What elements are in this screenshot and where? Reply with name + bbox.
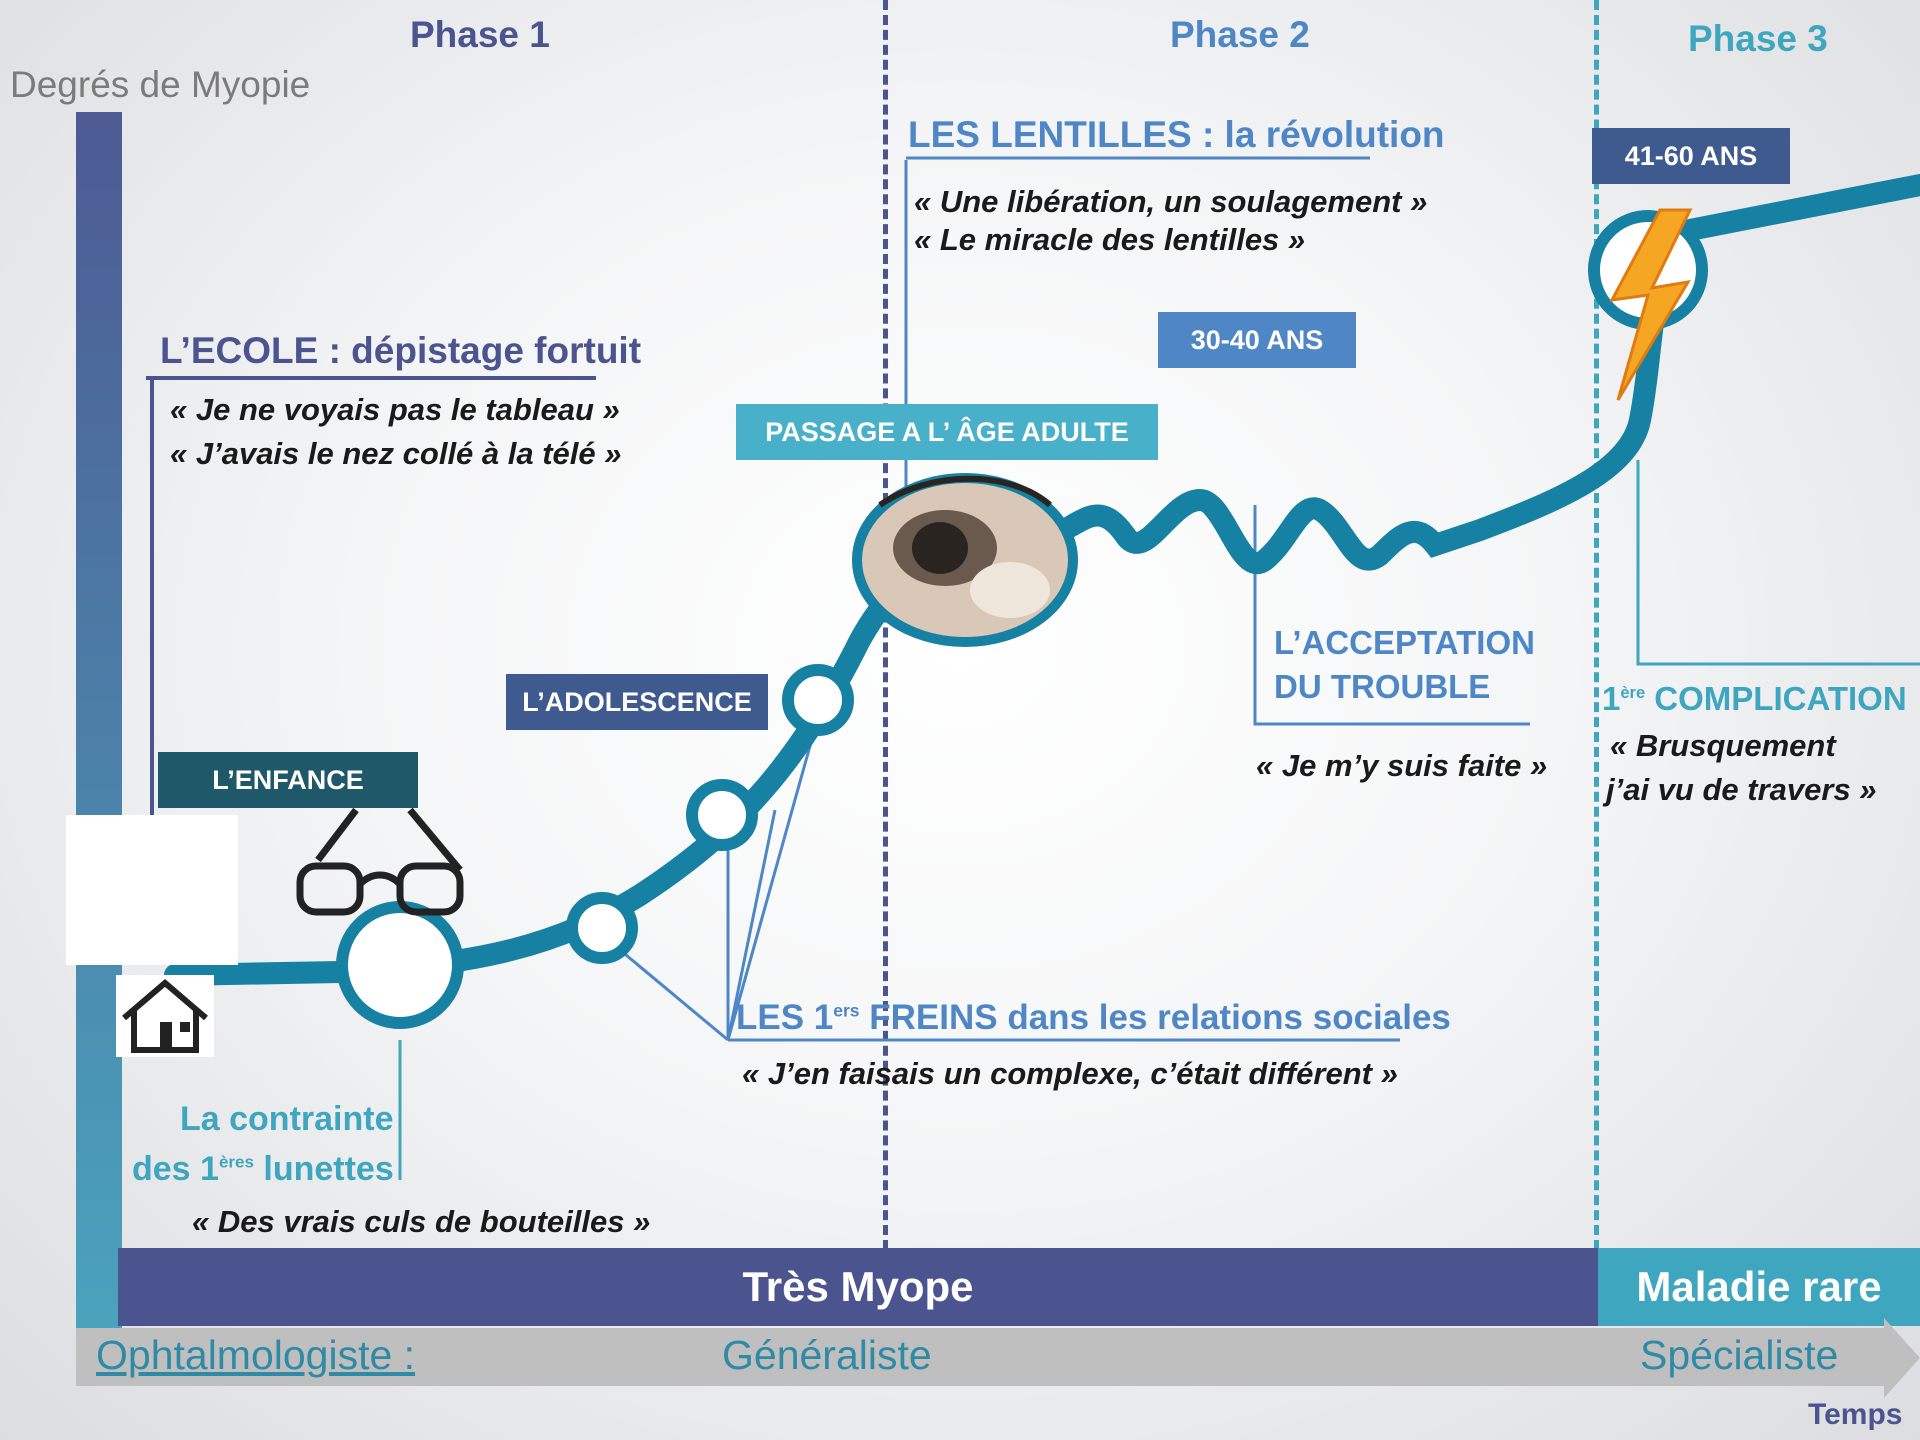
stage-enfance: L’ENFANCE [158,752,418,808]
phase-2-title: Phase 2 [1170,14,1310,55]
contrainte-quote: « Des vrais culs de bouteilles » [192,1204,651,1239]
doctor-label: Ophtalmologiste : [96,1332,416,1378]
ecole-quote-1: « Je ne voyais pas le tableau » [170,392,620,427]
stage-adulte: PASSAGE A L’ ÂGE ADULTE [736,404,1158,460]
home-icon [122,979,208,1053]
time-arrow-bar [76,1328,1886,1386]
acceptation-bracket [1253,505,1530,726]
y-axis-label: Degrés de Myopie [10,64,311,105]
lentilles-quote-2: « Le miracle des lentilles » [914,222,1306,257]
lightning-icon [1609,208,1693,401]
glasses-icon [296,807,464,916]
doctor-generaliste: Généraliste [722,1332,932,1378]
band-tres-myope: Très Myope [118,1248,1598,1326]
enfance-node [336,901,464,1029]
contrainte-line-1: La contrainte [180,1100,394,1138]
stage-adolescence: L’ADOLESCENCE [506,674,768,730]
lentilles-quote-1: « Une libération, un soulagement » [914,184,1428,219]
freins-title: LES 1ers FREINS dans les relations socia… [736,998,1451,1037]
lentilles-title: LES LENTILLES : la révolution [908,114,1445,155]
phase-1-title: Phase 1 [410,14,550,55]
ecole-title: L’ECOLE : dépistage fortuit [160,330,642,371]
phase-separator-2 [1594,0,1599,1250]
complication-quote-2: j’ai vu de travers » [1606,772,1877,807]
phase-separator-1 [883,0,888,1250]
freins-quote: « J’en faisais un complexe, c’était diff… [742,1056,1398,1091]
x-axis-label: Temps [1808,1398,1903,1431]
band-maladie-rare: Maladie rare [1598,1248,1920,1326]
stage-41-60-ans: 41-60 ANS [1592,128,1790,184]
contact-lens-eye-icon [852,473,1078,647]
ecole-quote-2: « J’avais le nez collé à la télé » [170,436,622,471]
complication-bracket [1636,460,1920,666]
phase-3-title: Phase 3 [1688,18,1828,59]
stage-30-40-ans: 30-40 ANS [1158,312,1356,368]
acceptation-line-1: L’ACCEPTATION [1274,624,1535,661]
complication-title: 1ère COMPLICATION [1602,680,1907,717]
acceptation-quote: « Je m’y suis faite » [1256,748,1548,783]
time-arrowhead [1884,1318,1920,1398]
contrainte-line-2: des 1ères lunettes [132,1150,394,1188]
complication-quote-1: « Brusquement [1610,728,1836,763]
acceptation-line-2: DU TROUBLE [1274,668,1491,705]
curve-nodes [566,664,854,964]
doctor-specialiste: Spécialiste [1640,1332,1839,1378]
myopia-axis-bar [76,112,122,1328]
